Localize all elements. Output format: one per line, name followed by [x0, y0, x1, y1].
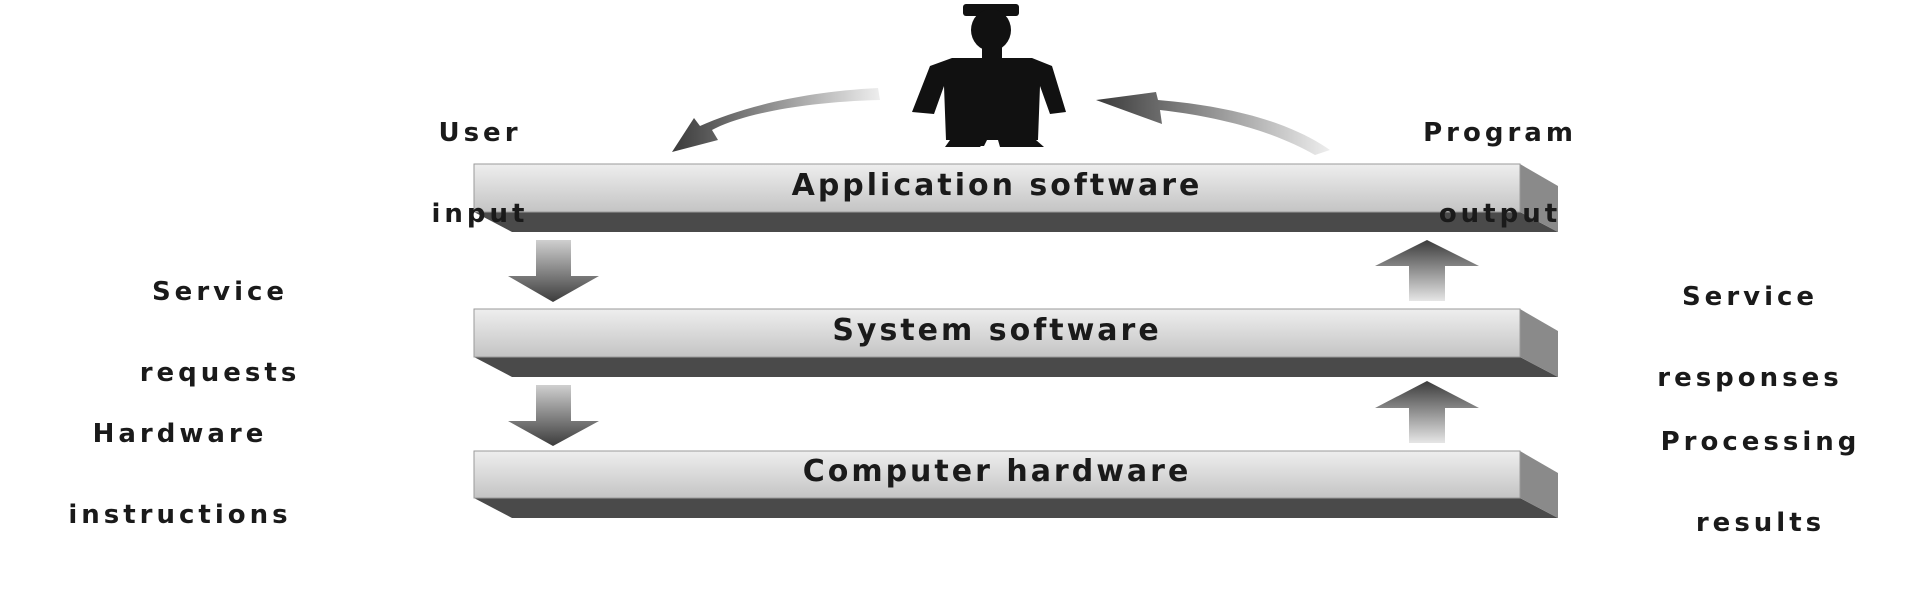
application-software-slab [473, 163, 1558, 232]
service-requests-label: Service requests [80, 225, 360, 441]
system-software-slab [473, 308, 1558, 377]
slab-bottom-edge [474, 212, 1558, 232]
hardware-instructions-line-2: instructions [68, 500, 292, 530]
curved-arrow-user-input [672, 88, 880, 152]
user-input-line-2: input [431, 199, 529, 229]
service-responses-line-2: responses [1657, 363, 1843, 393]
up-arrow-processing-results [1375, 381, 1479, 443]
slab-bottom-edge [474, 357, 1558, 377]
processing-results-line-2: results [1695, 508, 1826, 538]
service-requests-line-1: Service [151, 277, 289, 307]
down-arrow-service-requests [508, 240, 599, 302]
hardware-instructions-label: Hardware instructions [0, 367, 360, 583]
layer-label-system-software: System software [832, 313, 1162, 348]
service-responses-line-1: Service [1681, 282, 1819, 312]
service-requests-line-2: requests [139, 358, 301, 388]
user-input-line-1: User [438, 118, 522, 148]
layer-label-computer-hardware: Computer hardware [802, 454, 1192, 489]
user-input-label: User input [380, 66, 580, 282]
processing-results-label: Processing results [1600, 375, 1921, 591]
program-output-line-2: output [1438, 199, 1562, 229]
curved-arrow-program-output [1096, 92, 1330, 155]
slab-face [473, 450, 1521, 499]
diagram-graphics [473, 4, 1558, 518]
program-output-line-1: Program [1423, 118, 1577, 148]
processing-results-line-1: Processing [1660, 427, 1861, 457]
service-responses-label: Service responses [1600, 230, 1900, 446]
slab-side [1520, 451, 1558, 518]
program-output-label: Program output [1370, 66, 1630, 282]
slab-face [473, 308, 1521, 358]
slab-face [473, 163, 1521, 213]
layer-label-application-software: Application software [791, 168, 1203, 203]
up-arrow-service-responses [1375, 240, 1479, 301]
down-arrow-hardware-instructions [508, 385, 599, 446]
slab-side [1520, 309, 1558, 377]
user-figure-icon [912, 4, 1066, 147]
slab-bottom-edge [474, 498, 1558, 518]
layered-software-diagram: Application software System software Com… [68, 4, 1900, 537]
slab-side [1520, 164, 1558, 232]
hardware-instructions-line-1: Hardware [92, 419, 268, 449]
computer-hardware-slab [473, 450, 1558, 518]
